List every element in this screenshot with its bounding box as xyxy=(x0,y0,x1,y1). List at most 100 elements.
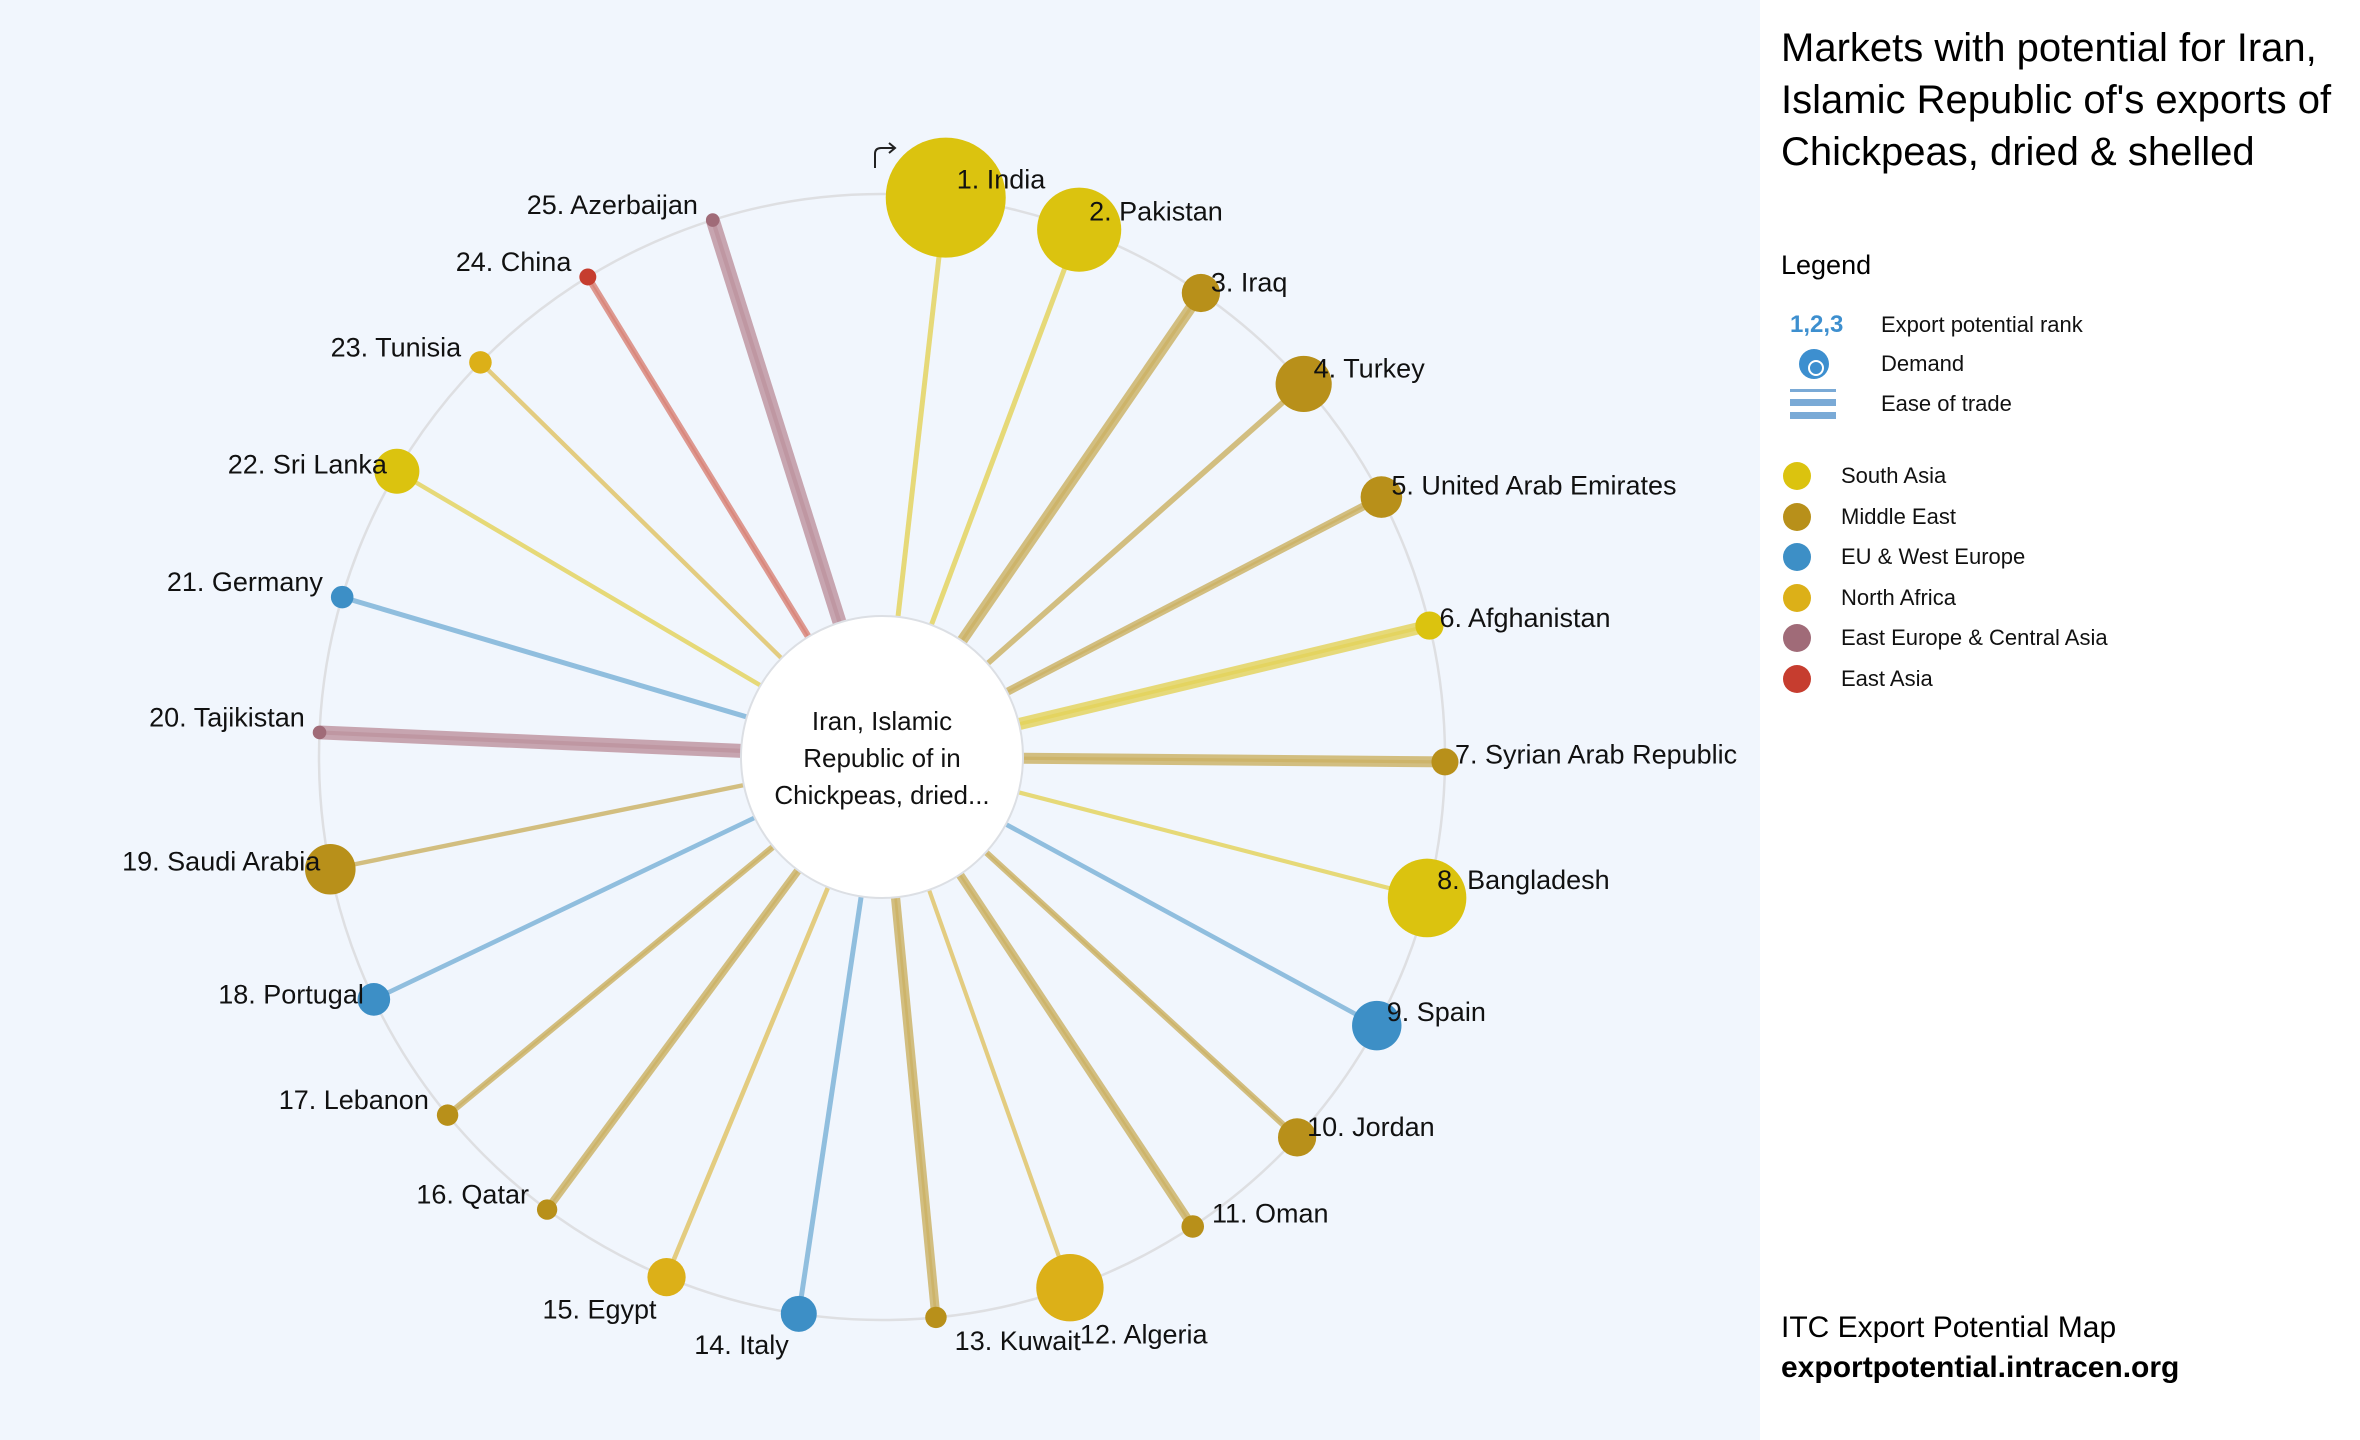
market-label[interactable]: 13. Kuwait xyxy=(955,1326,1082,1356)
demand-bubble[interactable] xyxy=(705,213,720,227)
ease-of-trade-line[interactable] xyxy=(1004,822,1378,1028)
radial-chart: Iran, Islamic Republic of in Chickpeas, … xyxy=(122,137,1737,1360)
legend-region-item[interactable]: EU & West Europe xyxy=(1781,539,2025,575)
legend-region-item[interactable]: East Asia xyxy=(1781,661,1933,697)
center-circle[interactable] xyxy=(740,615,1024,899)
ease-of-trade-line-core xyxy=(586,276,810,638)
market-labels: 1. India 2. Pakistan 3. Iraq 4. Turkey 5. Un… xyxy=(122,165,1737,1360)
demand-bubble[interactable] xyxy=(1431,748,1459,776)
ease-of-trade-line-core xyxy=(958,873,1194,1228)
market-label[interactable]: 5. United Arab Emirates xyxy=(1391,471,1676,501)
market-label[interactable]: 1. India xyxy=(957,165,1047,195)
footer-url[interactable]: exportpotential.intracen.org xyxy=(1781,1351,2180,1384)
chart-area: Iran, Islamic Republic of in Chickpeas, … xyxy=(122,137,1738,1360)
legend-region-item[interactable]: Middle East xyxy=(1781,499,1956,535)
market-label[interactable]: 20. Tajikistan xyxy=(149,702,305,732)
demand-bubble[interactable] xyxy=(579,268,597,286)
ease-of-trade-line-core xyxy=(985,851,1298,1139)
market-label[interactable]: 7. Syrian Arab Republic xyxy=(1455,739,1737,769)
demand-bubble[interactable] xyxy=(1181,1215,1205,1238)
demand-bubble[interactable] xyxy=(436,1104,459,1126)
demand-bubble[interactable] xyxy=(536,1199,558,1220)
demand-bubble[interactable] xyxy=(1387,858,1467,938)
legend-region-item[interactable]: South Asia xyxy=(1781,458,1946,494)
market-label[interactable]: 18. Portugal xyxy=(218,979,364,1009)
demand-bubble[interactable] xyxy=(1275,355,1332,413)
rotate-arrow-icon[interactable] xyxy=(870,140,900,170)
demand-bubble[interactable] xyxy=(647,1258,686,1297)
ease-of-trade-line[interactable] xyxy=(395,469,762,688)
region-color-swatch xyxy=(1783,502,1811,531)
region-color-swatch xyxy=(1783,462,1811,490)
legend-region-label: North Africa xyxy=(1841,584,1956,610)
region-color-swatch xyxy=(1783,664,1811,693)
ease-of-trade-line-core xyxy=(546,869,800,1211)
market-label[interactable]: 19. Saudi Arabia xyxy=(122,847,321,877)
ease-of-trade-line[interactable] xyxy=(341,594,748,720)
market-label[interactable]: 25. Azerbaijan xyxy=(527,190,698,220)
rank-numbers-icon: 1,2,3 xyxy=(1790,311,1844,338)
ease-of-trade-line[interactable] xyxy=(1017,790,1428,900)
legend-region-label: South Asia xyxy=(1841,463,1947,488)
demand-bubble[interactable] xyxy=(1277,1118,1317,1157)
demand-bubble[interactable] xyxy=(357,983,391,1016)
market-label[interactable]: 12. Algeria xyxy=(1080,1319,1209,1349)
legend-region-item[interactable]: East Europe & Central Asia xyxy=(1781,620,2108,656)
ease-of-trade-line[interactable] xyxy=(929,228,1082,626)
demand-bubble[interactable] xyxy=(312,725,327,740)
ease-of-trade-line-core xyxy=(319,730,742,753)
market-label[interactable]: 2. Pakistan xyxy=(1089,197,1223,227)
market-label[interactable]: 9. Spain xyxy=(1387,997,1486,1027)
market-label[interactable]: 21. Germany xyxy=(167,567,324,597)
ease-of-trade-line[interactable] xyxy=(985,381,1306,666)
demand-bubble[interactable] xyxy=(1037,187,1122,272)
footer: ITC Export Potential Map exportpotential… xyxy=(1781,1308,2179,1388)
demand-bubble[interactable] xyxy=(330,585,354,609)
market-label[interactable]: 24. China xyxy=(456,247,573,277)
demand-bubble[interactable] xyxy=(885,137,1006,258)
legend-label: Demand xyxy=(1881,351,1965,376)
demand-bubble[interactable] xyxy=(374,448,420,494)
market-label[interactable]: 4. Turkey xyxy=(1314,354,1426,384)
demand-bubble[interactable] xyxy=(1036,1254,1104,1322)
market-label[interactable]: 17. Lebanon xyxy=(279,1085,429,1115)
legend-region-item[interactable]: North Africa xyxy=(1781,580,1956,616)
ease-of-trade-line[interactable] xyxy=(927,889,1072,1289)
region-color-swatch xyxy=(1783,583,1811,612)
market-label[interactable]: 3. Iraq xyxy=(1211,268,1288,298)
legend-region-label: East Asia xyxy=(1841,665,1933,691)
demand-bubble[interactable] xyxy=(469,351,492,374)
demand-bubble[interactable] xyxy=(1181,273,1221,313)
market-label[interactable]: 6. Afghanistan xyxy=(1439,603,1610,633)
demand-bubble[interactable] xyxy=(925,1306,947,1329)
ease-of-trade-line-core xyxy=(1006,495,1382,693)
ease-of-trade-line[interactable] xyxy=(329,782,745,872)
center-label-line: Iran, Islamic xyxy=(812,706,952,736)
ease-of-trade-line[interactable] xyxy=(664,886,831,1279)
ease-of-trade-line[interactable] xyxy=(796,896,864,1315)
market-label[interactable]: 15. Egypt xyxy=(542,1294,657,1324)
demand-bubble[interactable] xyxy=(305,843,356,895)
demand-bubble[interactable] xyxy=(1352,1000,1402,1051)
market-label[interactable]: 8. Bangladesh xyxy=(1437,865,1610,895)
legend-region-label: EU & West Europe xyxy=(1841,544,2026,569)
demand-bubble[interactable] xyxy=(1360,476,1403,518)
ease-of-trade-line[interactable] xyxy=(478,360,783,660)
ease-of-trade-line[interactable] xyxy=(895,197,949,618)
region-color-swatch xyxy=(1783,543,1811,571)
legend-demand: Demand xyxy=(1781,346,1964,382)
market-label[interactable]: 10. Jordan xyxy=(1307,1112,1435,1142)
market-label[interactable]: 16. Qatar xyxy=(416,1180,529,1210)
demand-bubble[interactable] xyxy=(1415,611,1444,640)
legend-ease: Ease of trade xyxy=(1781,386,2012,422)
market-label[interactable]: 11. Oman xyxy=(1212,1198,1329,1228)
demand-bubble[interactable] xyxy=(780,1295,817,1332)
market-label[interactable]: 22. Sri Lanka xyxy=(228,450,388,480)
ease-of-trade-line[interactable] xyxy=(372,815,756,1002)
demand-bubbles xyxy=(305,137,1467,1332)
market-label[interactable]: 23. Tunisia xyxy=(331,332,463,362)
legend-region-label: East Europe & Central Asia xyxy=(1841,625,2108,650)
ease-of-trade-lines-icon xyxy=(1790,389,1836,419)
market-label[interactable]: 14. Italy xyxy=(694,1330,789,1360)
region-color-swatch xyxy=(1783,624,1811,652)
